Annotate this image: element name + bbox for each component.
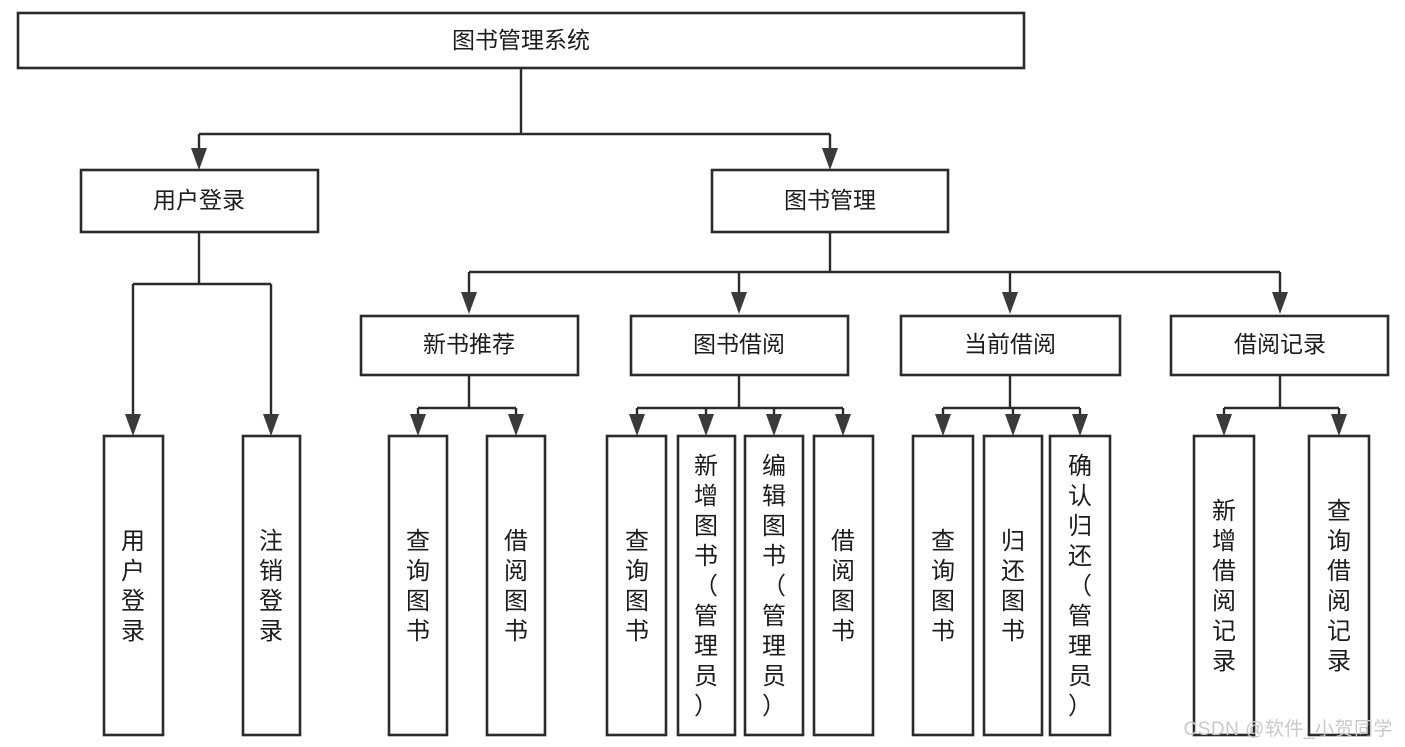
- node-label-user-login: 用户登录: [153, 187, 245, 213]
- leaf-label-current-borrow-3: 确认归还（管理员）: [1068, 453, 1092, 720]
- node-box-root: [16, 11, 1026, 70]
- leaf-label-book-borrow-1: 查询图书: [625, 528, 649, 645]
- node-box-new-book-recommend: [359, 314, 580, 377]
- arrow-head-leaf-new-book-1: [410, 414, 426, 436]
- node-box-borrow-record: [1169, 314, 1390, 377]
- node-label-book-management: 图书管理: [784, 187, 876, 213]
- arrow-head-current-borrow: [1002, 292, 1018, 314]
- leaf-label-book-borrow-2: 新增图书（管理员）: [694, 453, 718, 720]
- node-label-borrow-record: 借阅记录: [1234, 331, 1326, 357]
- leaf-node-user-login-2[interactable]: 注销登录: [241, 434, 302, 737]
- leaf-label-borrow-record-2: 查询借阅记录: [1327, 498, 1351, 675]
- leaf-box-borrow-record-1: [1192, 434, 1256, 737]
- arrow-head-new-book: [461, 292, 477, 314]
- csdn-watermark: CSDN @软件_小贺同学: [1183, 719, 1393, 740]
- leaf-node-borrow-record-1[interactable]: 新增借阅记录: [1192, 434, 1256, 737]
- arrow-head-book-mgmt: [822, 148, 838, 170]
- arrow-head-leaf-new-book-2: [508, 414, 524, 436]
- leaf-box-current-borrow-3: [1048, 434, 1112, 737]
- leaf-node-book-borrow-3[interactable]: 编辑图书（管理员）: [743, 434, 805, 737]
- leaf-node-borrow-record-2[interactable]: 查询借阅记录: [1307, 434, 1371, 737]
- leaf-box-book-borrow-3: [743, 434, 805, 737]
- arrow-head-leaf-borrow-record-2: [1331, 414, 1347, 436]
- node-root-system[interactable]: 图书管理系统: [16, 11, 1026, 70]
- node-label-current-borrow: 当前借阅: [964, 331, 1056, 357]
- leaf-box-book-borrow-4: [812, 434, 875, 737]
- arrow-head-leaf-book-borrow-3: [766, 414, 782, 436]
- leaf-box-book-borrow-2: [676, 434, 737, 737]
- arrow-head-borrow-record: [1272, 292, 1288, 314]
- connector-group-root: [191, 68, 838, 170]
- node-user-login[interactable]: 用户登录: [79, 168, 320, 234]
- leaf-box-new-book-2: [485, 434, 547, 737]
- leaf-node-new-book-2[interactable]: 借阅图书: [485, 434, 547, 737]
- leaf-label-new-book-1: 查询图书: [406, 528, 430, 645]
- leaf-label-current-borrow-1: 查询图书: [931, 528, 955, 645]
- leaf-label-borrow-record-1: 新增借阅记录: [1212, 498, 1236, 675]
- node-box-current-borrow: [899, 314, 1122, 377]
- arrow-head-leaf-book-borrow-2: [698, 414, 714, 436]
- leaf-box-current-borrow-1: [911, 434, 975, 737]
- arrow-head-book-borrow: [731, 292, 747, 314]
- leaf-label-current-borrow-2: 归还图书: [1001, 528, 1025, 645]
- leaf-node-current-borrow-2[interactable]: 归还图书: [982, 434, 1044, 737]
- arrow-head-leaf-user-login-1: [125, 414, 141, 436]
- arrow-head-leaf-book-borrow-1: [629, 414, 645, 436]
- leaf-box-user-login-1: [102, 434, 165, 737]
- leaf-label-new-book-2: 借阅图书: [504, 528, 528, 645]
- leaf-label-book-borrow-3: 编辑图书（管理员）: [762, 453, 786, 720]
- leaf-box-new-book-1: [387, 434, 449, 737]
- leaf-node-new-book-1[interactable]: 查询图书: [387, 434, 449, 737]
- node-book-management[interactable]: 图书管理: [710, 168, 950, 234]
- node-new-book-recommend[interactable]: 新书推荐: [359, 314, 580, 377]
- leaf-node-book-borrow-4[interactable]: 借阅图书: [812, 434, 875, 737]
- leaf-box-book-borrow-1: [605, 434, 668, 737]
- node-box-user-login: [79, 168, 320, 234]
- leaf-label-user-login-2: 注销登录: [259, 528, 283, 645]
- leaf-label-book-borrow-4: 借阅图书: [831, 528, 855, 645]
- arrow-head-leaf-borrow-record-1: [1216, 414, 1232, 436]
- arrow-head-leaf-current-borrow-3: [1072, 414, 1088, 436]
- arrow-head-user-login: [191, 148, 207, 170]
- arrow-head-leaf-user-login-2: [263, 414, 279, 436]
- connector-group-new-book: [410, 375, 524, 436]
- connector-group-user-login: [125, 232, 279, 436]
- node-label-root: 图书管理系统: [452, 27, 590, 53]
- node-box-book-borrow: [629, 314, 850, 377]
- node-label-book-borrow: 图书借阅: [693, 331, 785, 357]
- arrow-head-leaf-book-borrow-4: [835, 414, 851, 436]
- node-label-new-book-recommend: 新书推荐: [423, 331, 515, 357]
- leaf-box-borrow-record-2: [1307, 434, 1371, 737]
- connector-group-borrow-record: [1216, 375, 1347, 436]
- node-borrow-record[interactable]: 借阅记录: [1169, 314, 1390, 377]
- leaf-node-book-borrow-1[interactable]: 查询图书: [605, 434, 668, 737]
- leaf-node-book-borrow-2[interactable]: 新增图书（管理员）: [676, 434, 737, 737]
- connector-group-current-borrow: [935, 375, 1088, 436]
- connector-group-book-borrow: [629, 375, 851, 436]
- arrow-head-leaf-current-borrow-2: [1005, 414, 1021, 436]
- leaf-node-user-login-1[interactable]: 用户登录: [102, 434, 165, 737]
- connector-group-book-mgmt: [461, 232, 1288, 314]
- node-box-book-management: [710, 168, 950, 234]
- leaf-box-current-borrow-2: [982, 434, 1044, 737]
- leaf-node-current-borrow-3[interactable]: 确认归还（管理员）: [1048, 434, 1112, 737]
- leaf-node-current-borrow-1[interactable]: 查询图书: [911, 434, 975, 737]
- leaf-label-user-login-1: 用户登录: [121, 528, 145, 645]
- arrow-head-leaf-current-borrow-1: [935, 414, 951, 436]
- leaf-box-user-login-2: [241, 434, 302, 737]
- node-book-borrow[interactable]: 图书借阅: [629, 314, 850, 377]
- node-current-borrow[interactable]: 当前借阅: [899, 314, 1122, 377]
